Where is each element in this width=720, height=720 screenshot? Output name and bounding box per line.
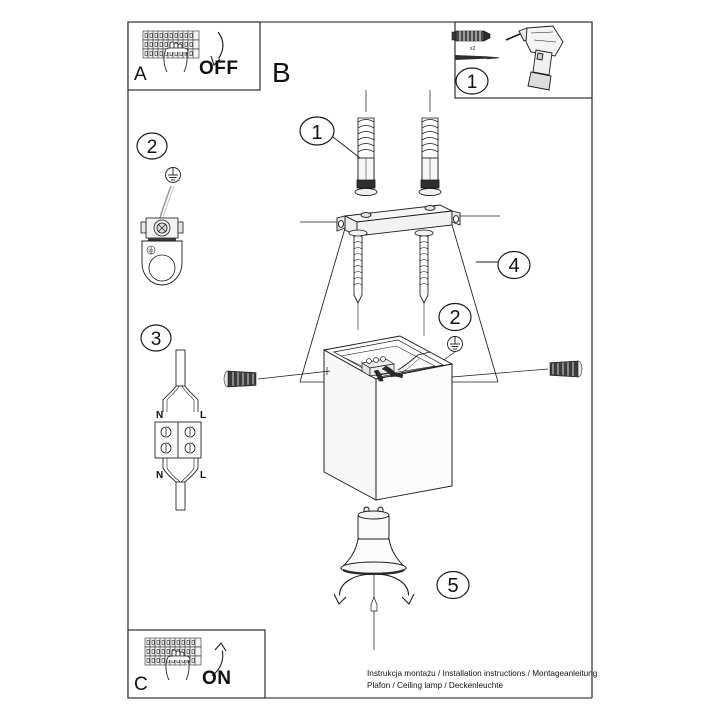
callout-4-number: 4 xyxy=(508,255,519,277)
ground-terminal-bracket xyxy=(140,217,184,241)
terminal-label-l-bottom: L xyxy=(200,470,206,481)
panel-a: A OFF xyxy=(127,21,261,91)
curved-arrow-up-icon xyxy=(211,642,227,677)
callout-1: 1 xyxy=(299,116,361,159)
step-3-badge: 3 xyxy=(140,324,172,352)
grub-screw-left xyxy=(223,367,331,388)
gu10-bulb xyxy=(339,506,408,575)
terminal-label-l-top: L xyxy=(200,410,206,421)
bracket-leader-lines xyxy=(300,215,500,223)
hand-icon-c xyxy=(165,649,191,681)
footer-line-2: Plafon / Ceiling lamp / Deckenleuchte xyxy=(367,681,504,690)
step-2-badge: 2 xyxy=(136,132,168,160)
panel-parts: x2 1 xyxy=(451,21,593,99)
hand-icon xyxy=(163,41,189,73)
step-2-number: 2 xyxy=(147,137,158,158)
step-3-left: 3 N L xyxy=(140,324,206,511)
step-2-left: 2 xyxy=(136,132,184,286)
terminal-label-n-bottom: N xyxy=(156,470,163,481)
screw-icon xyxy=(455,55,499,60)
earth-ground-symbol-icon xyxy=(165,167,181,183)
mounting-screw-right xyxy=(414,229,434,336)
parts-quantity-label: x2 xyxy=(470,46,476,52)
anchor-guide-lines xyxy=(365,90,431,112)
callout-4: 4 xyxy=(476,250,531,280)
callout-2-number: 2 xyxy=(449,307,460,329)
curved-arrow-down-icon xyxy=(210,31,224,67)
footer-text: Instrukcja montażu / Installation instru… xyxy=(367,669,598,690)
panel-b-letter: B xyxy=(272,57,291,88)
step-3-number: 3 xyxy=(151,329,162,350)
terminal-block xyxy=(154,421,202,459)
callout-5: 5 xyxy=(436,570,470,600)
callout-parts-number: 1 xyxy=(467,72,478,93)
supply-cable-upper xyxy=(162,349,199,412)
panel-a-state-label: OFF xyxy=(199,58,239,79)
fixture-cable-lower xyxy=(162,458,199,511)
panel-a-letter: A xyxy=(134,64,147,85)
cube-lamp-housing xyxy=(322,335,454,501)
wall-plug-anchor-icon xyxy=(451,30,491,42)
grub-screw-right xyxy=(451,360,583,378)
power-drill-icon xyxy=(505,25,564,91)
mounting-screw-left xyxy=(348,229,368,330)
callout-2-main: 2 xyxy=(431,302,472,369)
wall-plug-anchor-left xyxy=(354,117,378,197)
panel-c: C ON xyxy=(127,629,266,699)
panel-c-letter: C xyxy=(134,674,148,695)
terminal-label-n-top: N xyxy=(156,410,163,421)
callout-5-number: 5 xyxy=(447,575,458,597)
earth-ground-symbol-icon-main xyxy=(447,336,463,352)
ground-wire xyxy=(159,185,175,219)
wall-plug-anchor-right xyxy=(418,117,442,197)
footer-line-1: Instrukcja montażu / Installation instru… xyxy=(367,669,598,678)
panel-c-state-label: ON xyxy=(202,668,232,689)
internal-terminal-block xyxy=(361,351,431,382)
callout-parts-1: 1 xyxy=(455,67,489,95)
bulb-insert-axis xyxy=(370,574,378,650)
lamp-housing-detail xyxy=(141,240,183,286)
callout-1-number: 1 xyxy=(311,122,322,144)
